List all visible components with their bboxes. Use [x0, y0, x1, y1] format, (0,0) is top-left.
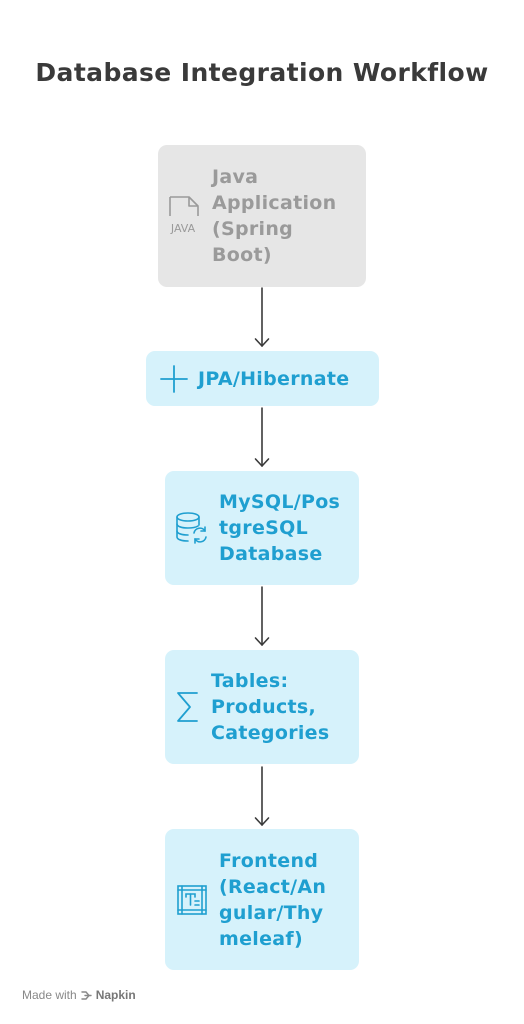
text-frame-icon: [177, 884, 207, 915]
arrow-jpa-to-db: [254, 407, 270, 467]
arrow-tables-to-frontend: [254, 766, 270, 826]
node-label: MySQL/Pos tgreSQL Database: [219, 491, 341, 565]
node-java-application: JAVA Java Application (Spring Boot): [158, 145, 366, 287]
database-sync-icon: [176, 512, 207, 544]
node-frontend: Frontend (React/An gular/Thy meleaf): [165, 829, 359, 970]
diagram-title: Database Integration Workflow: [35, 58, 489, 87]
made-with-text: Made with: [22, 988, 77, 1002]
node-tables: Tables: Products, Categories: [165, 650, 359, 764]
arrow-java-to-jpa: [254, 287, 270, 347]
svg-text:JAVA: JAVA: [170, 222, 196, 235]
node-label: Java Application (Spring Boot): [212, 166, 337, 266]
napkin-brand-link[interactable]: Napkin: [95, 988, 136, 1002]
node-database: MySQL/Pos tgreSQL Database: [165, 471, 359, 585]
napkin-logo-icon: [81, 990, 92, 1000]
node-jpa-hibernate: JPA/Hibernate: [146, 351, 379, 406]
sigma-icon: [177, 692, 198, 722]
node-label: Frontend (React/An gular/Thy meleaf): [219, 849, 327, 950]
java-icon: JAVA: [169, 196, 199, 235]
footer-attribution: Made with Napkin: [22, 988, 136, 1002]
plus-icon: [160, 364, 188, 393]
node-label: Tables: Products, Categories: [211, 670, 330, 744]
node-label: JPA/Hibernate: [198, 367, 350, 390]
arrow-db-to-tables: [254, 586, 270, 646]
